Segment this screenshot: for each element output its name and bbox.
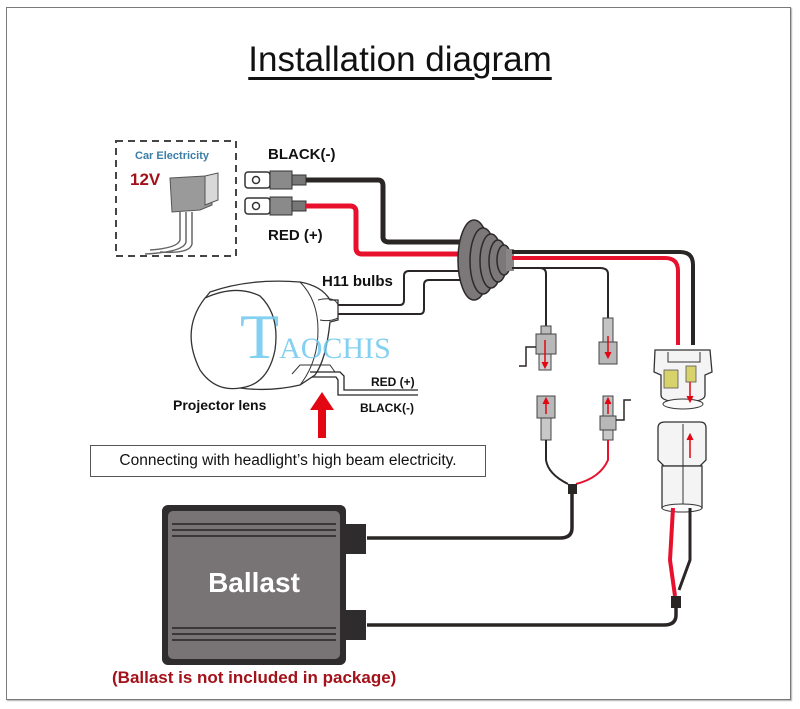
- connector-black-lead: [677, 508, 692, 591]
- title-text: Installation diagram: [248, 40, 552, 79]
- taochis-watermark: TAOCHIS: [240, 300, 391, 374]
- y-splice-red: [575, 440, 609, 485]
- connector-red-lead: [667, 507, 677, 597]
- projector-red-wire: [310, 371, 418, 391]
- black-power-wire: [306, 177, 460, 245]
- watermark-rest: AOCHIS: [279, 332, 391, 365]
- projector-lens-label: Projector lens: [173, 397, 267, 413]
- car-plug-icon: [144, 172, 219, 255]
- ballast-connector-male: [657, 421, 707, 513]
- voltage-label: 12V: [130, 170, 161, 189]
- rubber-grommet: [457, 219, 514, 301]
- car-electricity-label: Car Electricity: [135, 150, 209, 162]
- bulb-wire-b: [512, 267, 609, 318]
- black-ring-terminal: [244, 170, 307, 190]
- h11-bulbs-label: H11 bulbs: [322, 273, 393, 290]
- ballast-footnote: (Ballast is not included in package): [112, 668, 397, 687]
- bullet-connector-top-right: [598, 317, 618, 365]
- up-arrow-icon: [310, 392, 334, 438]
- high-beam-note: Connecting with headlight’s high beam el…: [90, 445, 486, 477]
- projector-black-label: BLACK(-): [360, 401, 414, 415]
- ballast-unit: Ballast: [162, 505, 366, 665]
- projector-red-label: RED (+): [371, 375, 415, 389]
- red-ring-terminal: [244, 196, 307, 216]
- car-electricity-box: [115, 140, 237, 257]
- bullet-connector-bottom-left: [536, 395, 556, 441]
- bulb-wire-a: [512, 267, 547, 326]
- diagram-title: Installation diagram: [0, 40, 800, 80]
- h11-wire-2: [330, 279, 462, 315]
- ballast-upper-wire: [367, 494, 574, 540]
- h11-wire-1: [330, 270, 462, 306]
- lower-splice-sleeve: [671, 596, 681, 608]
- y-splice-black: [545, 440, 569, 485]
- red-positive-label: RED (+): [268, 227, 323, 244]
- ballast-lower-wire: [367, 608, 678, 627]
- projector-lens: [190, 280, 339, 391]
- watermark-initial: T: [240, 301, 280, 372]
- diagram-frame: [6, 7, 791, 700]
- ballast-label: Ballast: [208, 567, 300, 598]
- ballast-connector-female: [653, 349, 713, 410]
- projector-black-wire: [312, 376, 418, 396]
- bullet-connector-bottom-right: [599, 395, 631, 441]
- splice-sleeve: [568, 484, 577, 494]
- bullet-connector-top-left: [519, 325, 557, 371]
- red-main-wire: [512, 256, 680, 345]
- black-main-wire: [512, 250, 695, 345]
- red-power-wire: [306, 203, 460, 257]
- black-negative-label: BLACK(-): [268, 146, 336, 163]
- high-beam-note-text: Connecting with headlight’s high beam el…: [119, 452, 457, 469]
